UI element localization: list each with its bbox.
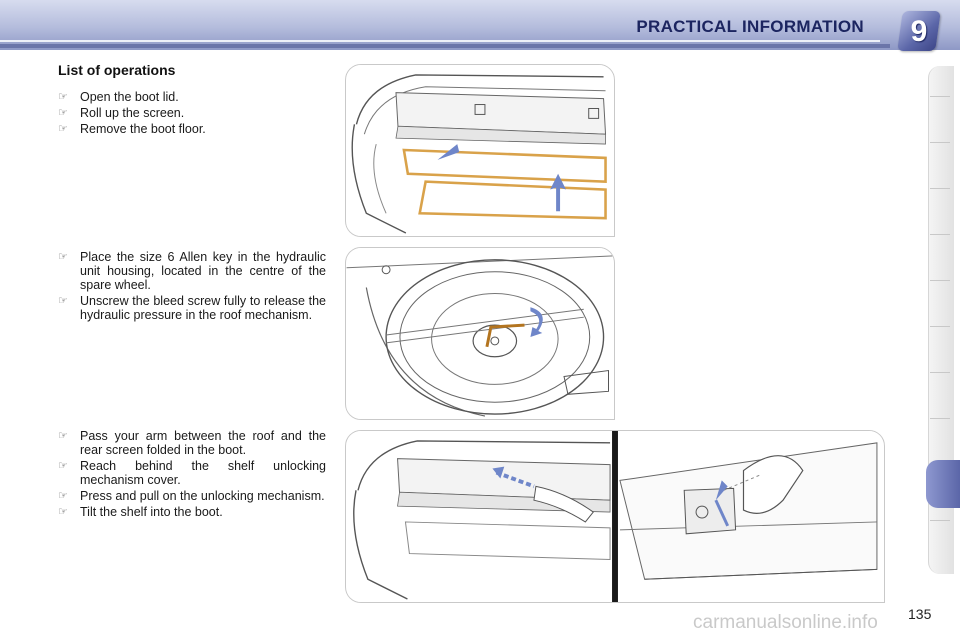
chapter-tab-separator <box>930 326 950 327</box>
chapter-tab-separator <box>930 280 950 281</box>
watermark: carmanualsonline.info <box>693 612 878 633</box>
pointing-hand-icon: ☞ <box>58 506 68 518</box>
list-item: ☞ Open the boot lid. <box>58 90 326 104</box>
list-item: ☞ Unscrew the bleed screw fully to releas… <box>58 294 326 322</box>
header-title: PRACTICAL INFORMATION <box>636 17 864 36</box>
pointing-hand-icon: ☞ <box>58 123 68 135</box>
chapter-tab-separator <box>930 188 950 189</box>
list-item: ☞ Pass your arm between the roof and the … <box>58 429 326 457</box>
list-item: ☞ Roll up the screen. <box>58 106 326 120</box>
step-text: Reach behind the shelf unlocking mechani… <box>80 459 326 487</box>
shelf-mechanism-illustration <box>345 430 885 603</box>
step-text: Tilt the shelf into the boot. <box>80 505 223 519</box>
list-item: ☞ Reach behind the shelf unlocking mechan… <box>58 459 326 487</box>
chapter-tab-separator <box>930 96 950 97</box>
page-number: 135 <box>908 606 932 622</box>
step-text: Open the boot lid. <box>80 90 179 104</box>
step-text: Remove the boot floor. <box>80 122 206 136</box>
pointing-hand-icon: ☞ <box>58 430 68 442</box>
list-item: ☞ Tilt the shelf into the boot. <box>58 505 326 519</box>
spare-wheel-illustration <box>345 247 615 420</box>
pointing-hand-icon: ☞ <box>58 295 68 307</box>
list-item: ☞ Place the size 6 Allen key in the hydra… <box>58 250 326 292</box>
header-rule-light <box>0 40 880 42</box>
section-title: List of operations <box>58 62 176 78</box>
chapter-number: 9 <box>910 15 928 48</box>
chapter-tab-separator <box>930 142 950 143</box>
chapter-tab-separator <box>930 418 950 419</box>
shelf-mechanism-drawing <box>348 431 882 602</box>
pointing-hand-icon: ☞ <box>58 490 68 502</box>
pointing-hand-icon: ☞ <box>58 91 68 103</box>
step-text: Place the size 6 Allen key in the hydrau… <box>80 250 326 292</box>
pointing-hand-icon: ☞ <box>58 460 68 472</box>
chapter-tab-active[interactable] <box>926 460 960 508</box>
step-text: Press and pull on the unlocking mechanis… <box>80 489 325 503</box>
chapter-tab-separator <box>930 234 950 235</box>
steps-list-3: ☞ Pass your arm between the roof and the … <box>58 429 326 521</box>
list-item: ☞ Press and pull on the unlocking mechani… <box>58 489 326 503</box>
list-item: ☞ Remove the boot floor. <box>58 122 326 136</box>
spare-wheel-drawing <box>346 248 614 419</box>
steps-list-1: ☞ Open the boot lid. ☞ Roll up the screen.… <box>58 90 326 138</box>
boot-floor-illustration <box>345 64 615 237</box>
pointing-hand-icon: ☞ <box>58 251 68 263</box>
step-text: Unscrew the bleed screw fully to release… <box>80 294 326 322</box>
header-rule <box>0 44 890 48</box>
chapter-tab-separator <box>930 372 950 373</box>
boot-floor-drawing <box>346 65 614 236</box>
pointing-hand-icon: ☞ <box>58 107 68 119</box>
steps-list-2: ☞ Place the size 6 Allen key in the hydra… <box>58 250 326 324</box>
step-text: Pass your arm between the roof and the r… <box>80 429 326 457</box>
step-text: Roll up the screen. <box>80 106 185 120</box>
chapter-tab-separator <box>930 520 950 521</box>
